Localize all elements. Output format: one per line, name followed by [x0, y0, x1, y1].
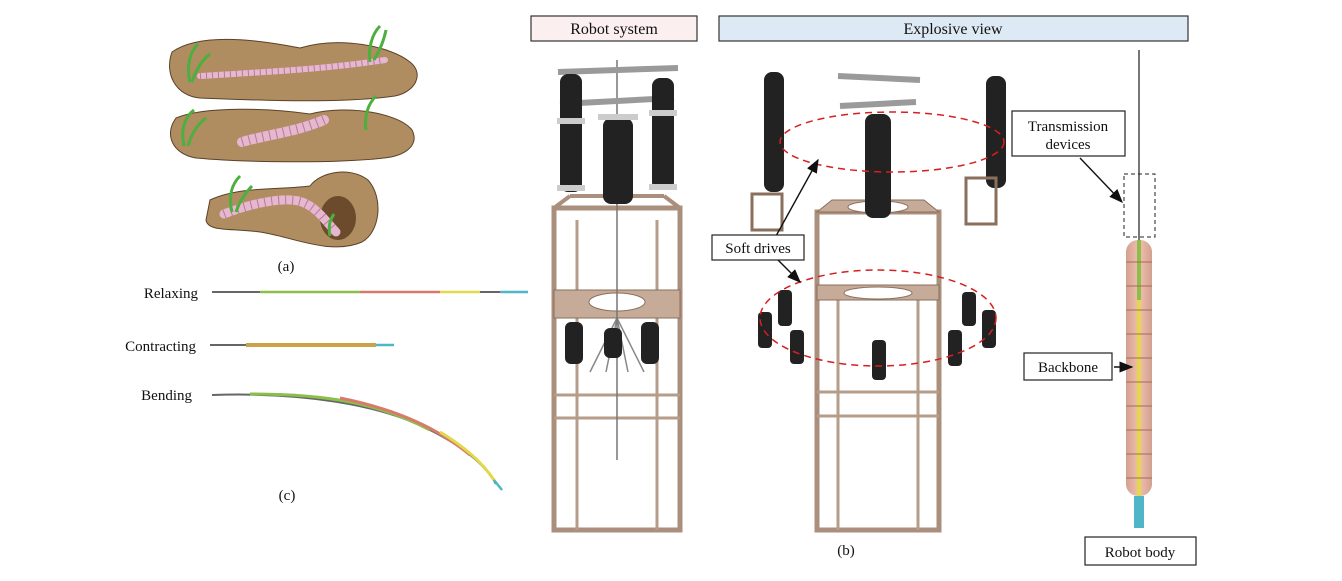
panel-c-label: (c) [279, 488, 296, 504]
soft-actuator [948, 330, 962, 366]
backbone-states-group: Relaxing Contracting Bending [125, 286, 528, 491]
upper-drive-ring [779, 111, 1005, 173]
soft-actuator [557, 74, 585, 192]
soft-actuator [764, 72, 784, 192]
worm-burrowing [219, 195, 341, 237]
bending-backbone [211, 392, 503, 491]
soft-actuator [986, 76, 1006, 188]
soft-actuator [598, 114, 638, 204]
soft-actuator [865, 114, 891, 218]
soft-actuator [778, 290, 792, 326]
svg-text:devices: devices [1046, 137, 1091, 153]
grass-icon [228, 174, 254, 213]
robot-system-header: Robot system [530, 15, 698, 42]
soft-actuator [565, 322, 659, 364]
callout-backbone: Backbone [1023, 352, 1113, 381]
soil-layer-middle [170, 108, 415, 163]
panel-b-label: (b) [837, 543, 855, 559]
arrow-soft-drives-lower [775, 257, 801, 283]
svg-text:Robot body: Robot body [1105, 545, 1176, 561]
state-contracting-label: Contracting [125, 339, 196, 355]
grass-icon [181, 108, 207, 147]
soft-actuator [758, 312, 772, 348]
svg-text:Transmission: Transmission [1028, 119, 1109, 135]
soft-actuator [872, 340, 886, 380]
worm-illustration-group [169, 24, 418, 248]
svg-text:Backbone: Backbone [1038, 360, 1098, 376]
grass-icon [186, 42, 211, 83]
exploded-robot [750, 72, 1006, 533]
soft-actuator [962, 292, 976, 326]
grass-icon [327, 213, 336, 237]
soft-actuator [790, 330, 804, 364]
assembled-robot [551, 60, 683, 533]
arrow-transmission [1079, 157, 1123, 204]
arrow-soft-drives-upper [775, 158, 819, 237]
grass-icon [368, 24, 388, 63]
callout-transmission: Transmission devices [1011, 110, 1126, 157]
callout-soft-drives: Soft drives [711, 234, 805, 261]
robot-body-column [1123, 50, 1156, 528]
callout-robot-body: Robot body [1084, 536, 1197, 566]
explosive-view-title: Explosive view [903, 21, 1003, 38]
transmission-zoom-box [1123, 173, 1156, 238]
state-relaxing-label: Relaxing [144, 286, 199, 302]
panel-a-label: (a) [278, 259, 295, 275]
svg-text:Soft drives: Soft drives [725, 241, 791, 257]
grass-icon [364, 94, 378, 131]
soft-actuator [982, 310, 996, 348]
soft-actuator [649, 78, 677, 190]
lower-drive-ring [759, 269, 997, 367]
state-bending-label: Bending [141, 388, 192, 404]
explosive-view-header: Explosive view [718, 15, 1189, 42]
robot-system-title: Robot system [570, 21, 658, 38]
